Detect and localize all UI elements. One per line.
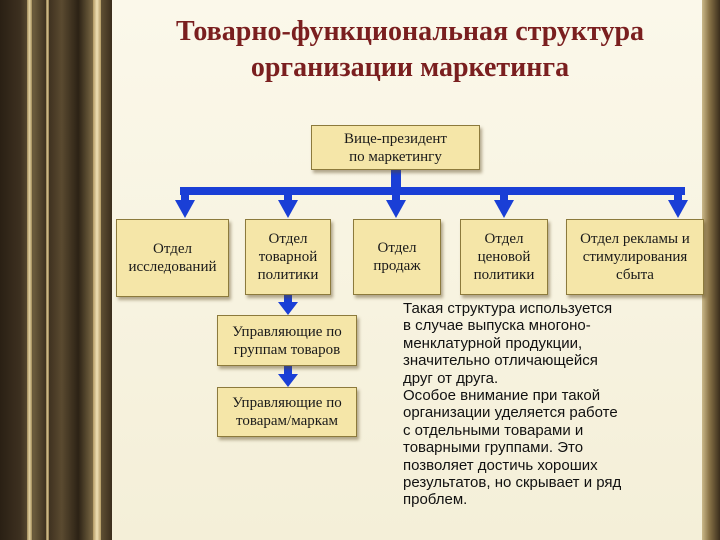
- right-decorative-band: [702, 0, 720, 540]
- node-line: сбыта: [616, 267, 654, 283]
- node-line: политики: [257, 267, 319, 283]
- slide-title: Товарно-функциональная структура организ…: [120, 14, 700, 86]
- node-line: Отдел рекламы и: [580, 231, 690, 247]
- node-sales-dept: Отдел продаж: [353, 219, 441, 295]
- node-line: по маркетингу: [349, 148, 442, 165]
- node-line: ценовой: [477, 249, 531, 265]
- left-gold-stripe: [27, 0, 32, 540]
- node-research-dept: Отдел исследований: [116, 219, 229, 297]
- connector-drop: [284, 366, 292, 375]
- node-line: исследований: [128, 259, 217, 275]
- connector-drop: [392, 190, 400, 202]
- left-gold-stripe: [93, 0, 101, 540]
- title-line: организации маркетинга: [250, 52, 570, 83]
- left-gold-stripe: [46, 0, 49, 540]
- node-line: Отдел: [268, 231, 308, 247]
- node-line: политики: [473, 267, 535, 283]
- node-price-policy-dept: Отдел ценовой политики: [460, 219, 548, 295]
- connector-arrowhead: [494, 200, 514, 218]
- connector-drop: [500, 190, 508, 202]
- node-line: продаж: [373, 258, 421, 274]
- node-line: Управляющие по: [232, 323, 342, 340]
- node-advertising-dept: Отдел рекламы и стимулирования сбыта: [566, 219, 704, 295]
- connector-drop: [284, 190, 292, 202]
- node-line: Управляющие по: [232, 395, 342, 411]
- description-paragraph: Такая структура используется в случае вы…: [403, 300, 613, 387]
- connector-drop: [284, 295, 292, 303]
- connector-trunk: [391, 170, 401, 192]
- node-line: стимулирования: [582, 249, 688, 265]
- node-line: Отдел: [377, 240, 417, 256]
- node-product-policy-dept: Отдел товарной политики: [245, 219, 331, 295]
- node-line: Отдел: [484, 231, 524, 247]
- connector-arrowhead: [668, 200, 688, 218]
- connector-arrowhead: [175, 200, 195, 218]
- connector-arrowhead: [278, 302, 298, 315]
- connector-bus: [180, 187, 685, 195]
- connector-arrowhead: [278, 374, 298, 387]
- description-paragraph: Особое внимание при такой организации уд…: [403, 387, 622, 509]
- title-line: Товарно-функциональная структура: [175, 16, 645, 47]
- connector-drop: [674, 190, 682, 202]
- node-line: Вице-президент: [344, 130, 447, 147]
- connector-drop: [181, 190, 189, 202]
- connector-arrowhead: [386, 200, 406, 218]
- node-line: Отдел: [153, 241, 192, 257]
- node-line: товарам/маркам: [236, 413, 338, 429]
- connector-arrowhead: [278, 200, 298, 218]
- node-line: товарной: [258, 249, 318, 265]
- node-brand-managers: Управляющие по товарам/маркам: [217, 387, 357, 437]
- node-line: группам товаров: [233, 341, 341, 358]
- description-text: Такая структура используется в случае вы…: [403, 300, 703, 509]
